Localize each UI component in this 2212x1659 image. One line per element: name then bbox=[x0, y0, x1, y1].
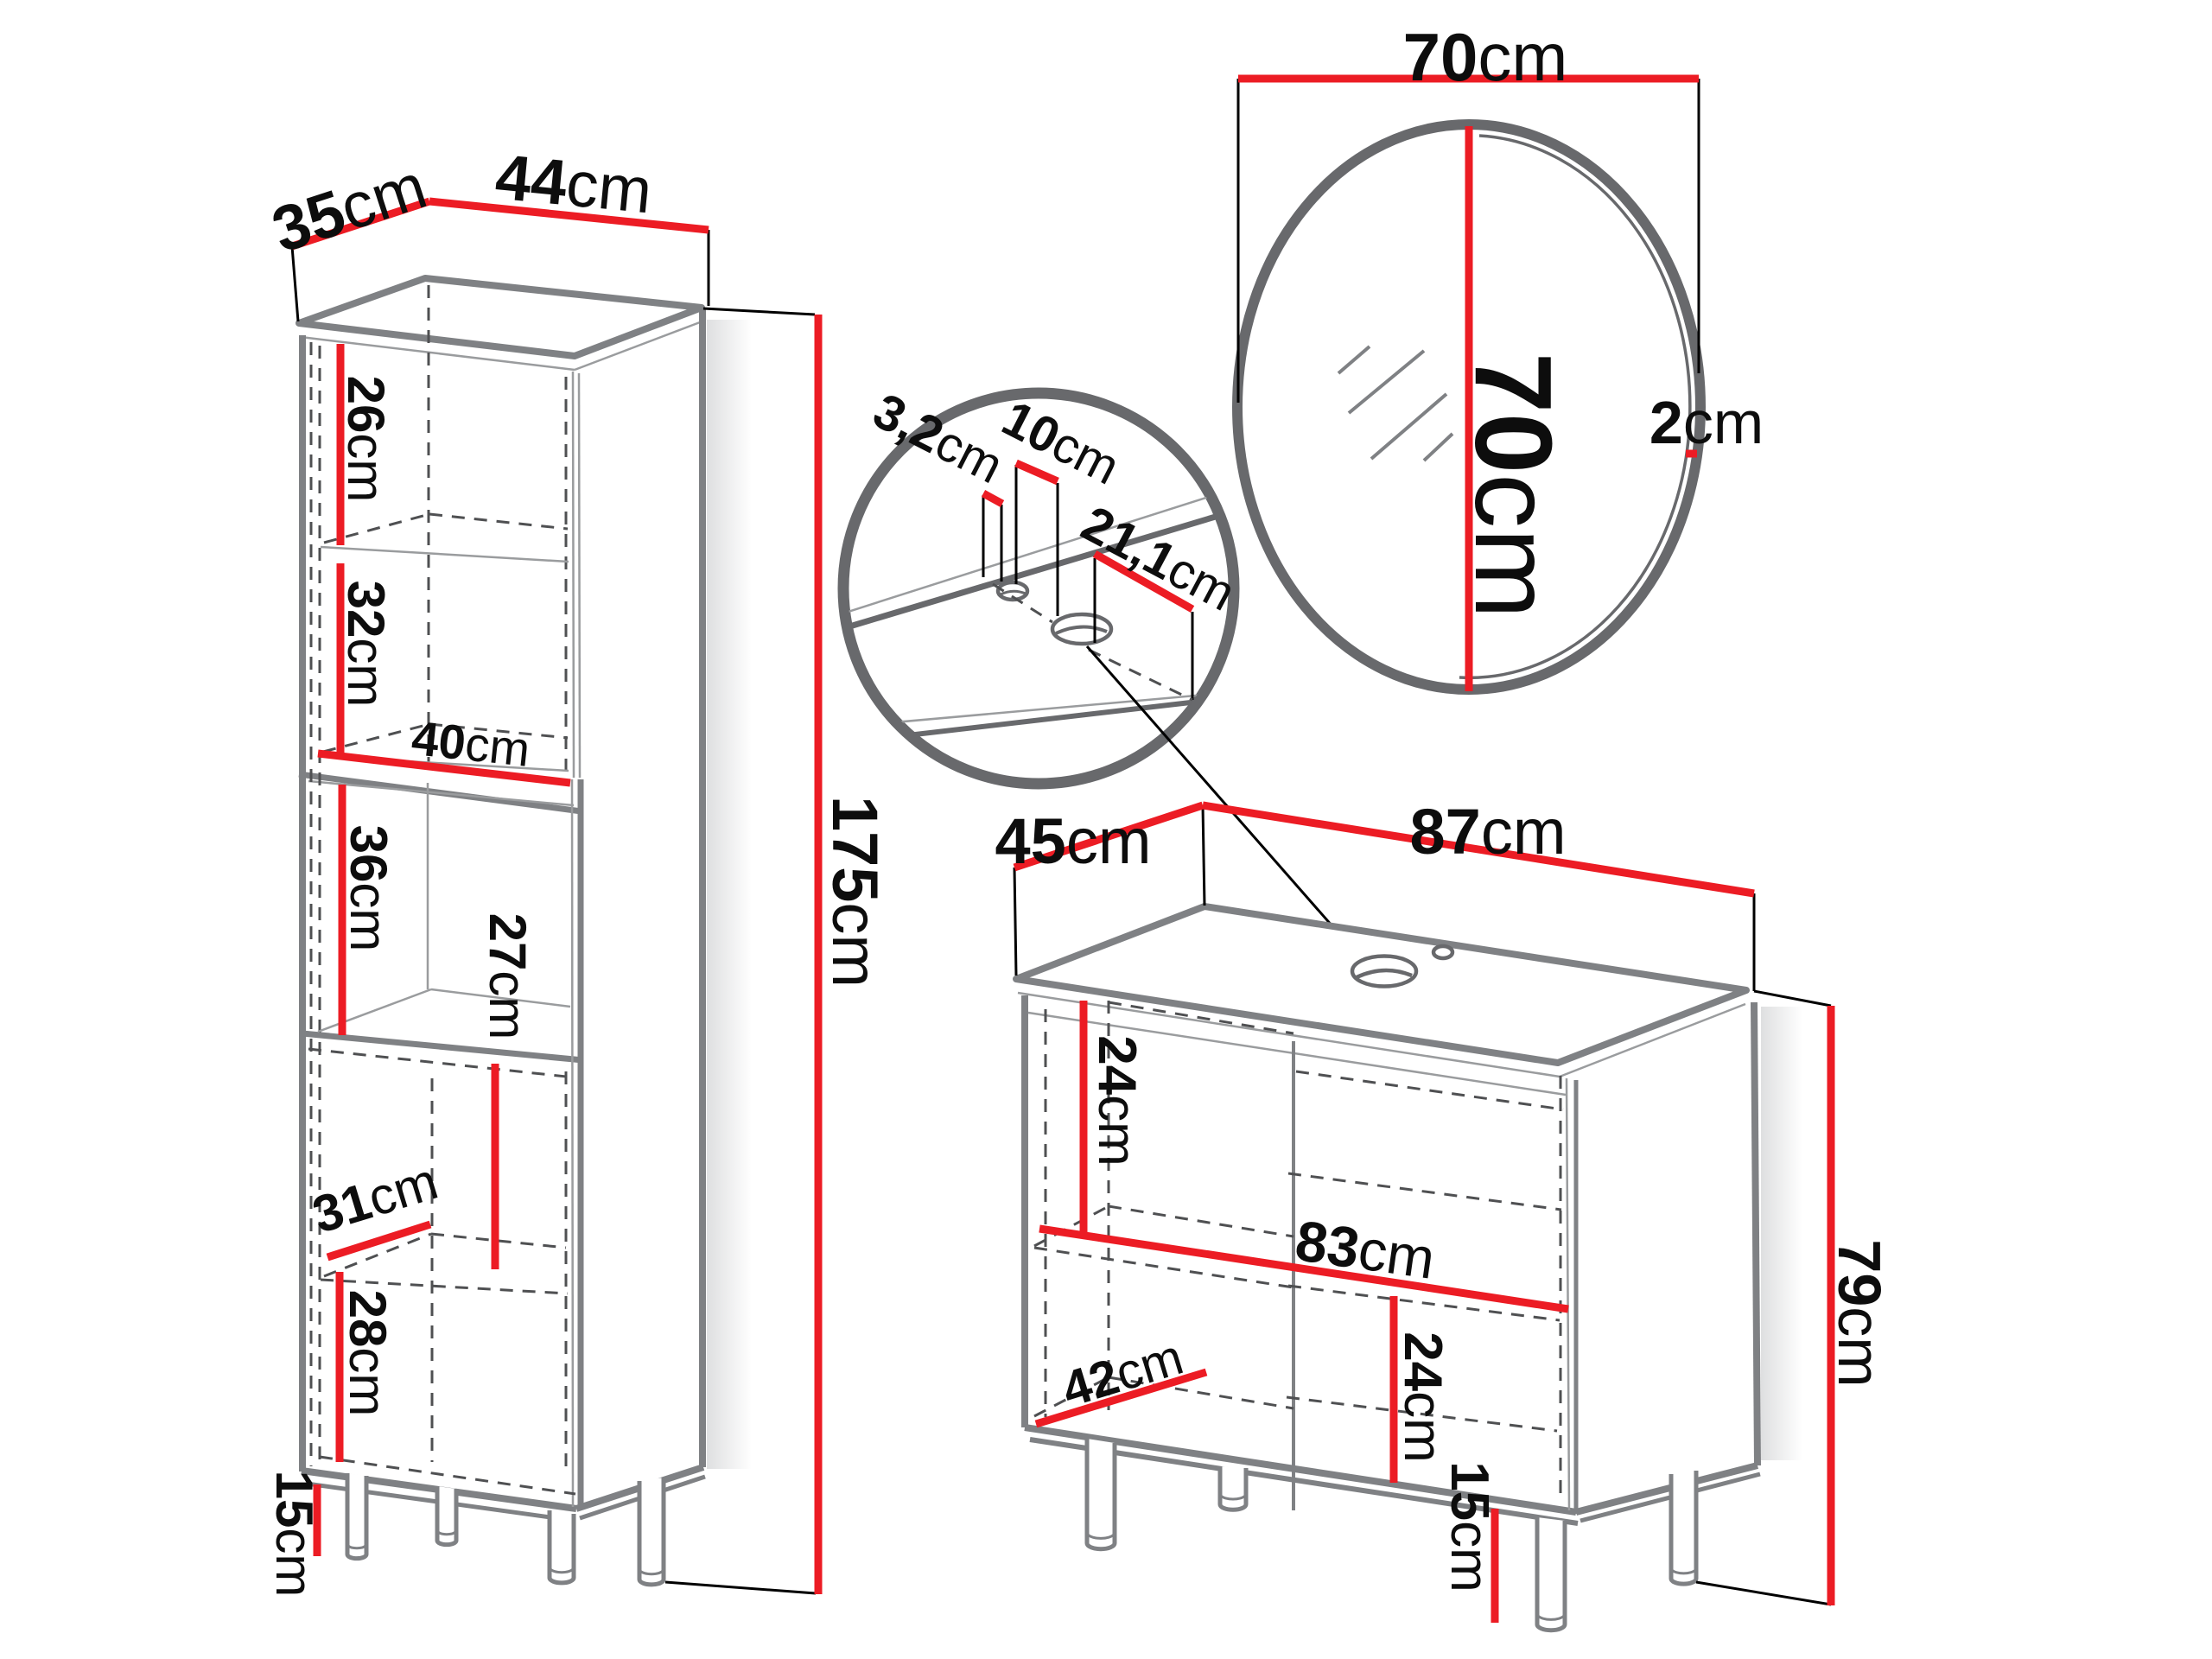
svg-text:27cm: 27cm bbox=[480, 913, 537, 1040]
svg-text:45cm: 45cm bbox=[995, 805, 1152, 877]
svg-text:26cm: 26cm bbox=[338, 376, 396, 503]
svg-text:32cm: 32cm bbox=[338, 581, 396, 708]
svg-text:70cm: 70cm bbox=[1453, 353, 1575, 619]
svg-text:83cm: 83cm bbox=[1292, 1208, 1439, 1291]
svg-text:36cm: 36cm bbox=[340, 825, 398, 952]
svg-text:24cm: 24cm bbox=[1394, 1332, 1453, 1463]
svg-text:87cm: 87cm bbox=[1410, 796, 1567, 868]
svg-text:15cm: 15cm bbox=[266, 1471, 324, 1598]
svg-text:24cm: 24cm bbox=[1088, 1035, 1147, 1166]
svg-text:175cm: 175cm bbox=[820, 796, 892, 988]
svg-text:79cm: 79cm bbox=[1826, 1239, 1893, 1387]
svg-text:28cm: 28cm bbox=[340, 1290, 397, 1417]
svg-text:2cm: 2cm bbox=[1649, 389, 1764, 456]
svg-text:15cm: 15cm bbox=[1440, 1461, 1500, 1592]
svg-text:44cm: 44cm bbox=[493, 140, 655, 226]
svg-text:40cm: 40cm bbox=[410, 710, 533, 777]
svg-text:70cm: 70cm bbox=[1403, 19, 1568, 95]
